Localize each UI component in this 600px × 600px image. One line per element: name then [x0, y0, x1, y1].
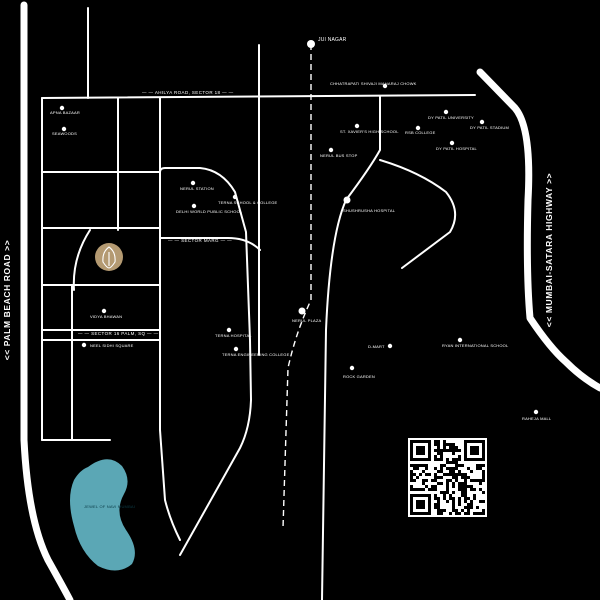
marker-vidya-bhawan	[101, 308, 107, 314]
project-logo-icon	[102, 246, 116, 269]
label-terna-eng: TERNA ENGINEERING COLLEGE	[222, 352, 290, 357]
label-seawoods: SEAWOODS	[52, 131, 77, 136]
label-dy-patil-univ: DY PATIL UNIVERSITY	[428, 115, 474, 120]
label-apna-bazar: APNA BAZAAR	[50, 110, 80, 115]
label-terna-hospital: TERNA HOSPITAL	[215, 333, 252, 338]
label-dy-patil-hospital: DY PATIL HOSPITAL	[436, 146, 478, 151]
railway-line	[282, 44, 312, 529]
lake	[70, 459, 135, 571]
label-jui-nagar: JUI NAGAR	[318, 37, 347, 43]
label-delhi-world: DELHI WORLD PUBLIC SCHOOL	[176, 209, 243, 214]
marker-jui-nagar	[307, 40, 315, 48]
marker-delhi-world	[191, 203, 197, 209]
label-st-xaviers: ST. XAVIER'S HIGH SCHOOL	[340, 129, 399, 134]
label-raheja: RAHEJA MALL	[522, 416, 552, 421]
road-label-top: — — AHILYA ROAD, SECTOR 18 — —	[142, 90, 234, 95]
label-nerul-bus: NERUL BUS STOP	[320, 153, 358, 158]
marker-terna-eng	[233, 346, 239, 352]
label-lake: JEWEL OF NAVI MUMBAI	[84, 504, 135, 509]
marker-nerul-station	[190, 180, 196, 186]
marker-st-xaviers	[354, 123, 360, 129]
marker-chhatrapati	[382, 83, 388, 89]
marker-shushrusha	[343, 196, 351, 204]
marker-nerul-bus	[328, 147, 334, 153]
marker-ryan-school	[457, 337, 463, 343]
marker-d-mart	[387, 343, 393, 349]
markers	[59, 40, 539, 415]
marker-terna-hospital	[226, 327, 232, 333]
landmark-labels: JUI NAGAR CHHATRAPATI SHIVAJI MAHARAJ CH…	[50, 37, 552, 509]
marker-apna-bazar	[59, 105, 65, 111]
marker-nerul-plaza	[298, 307, 306, 315]
mumbai-satara-highway-label: << MUMBAI-SATARA HIGHWAY >>	[544, 173, 554, 327]
road-label-lower: — — SECTOR 16 PALM, SQ — —	[78, 331, 159, 336]
road-label-mid: — — SECTOR MARG — —	[168, 238, 232, 243]
label-shushrusha: SHUSHRUSHA HOSPITAL	[343, 208, 396, 213]
label-terna-college: TERNA SCHOOL & COLLEGE	[218, 200, 278, 205]
palm-beach-road	[20, 1, 74, 600]
label-nerul-station: NERUL STATION	[180, 186, 214, 191]
mumbai-satara-highway	[476, 68, 600, 392]
label-dy-patil-stadium: DY PATIL STADIUM	[470, 125, 509, 130]
project-location	[95, 243, 123, 271]
marker-rsb-college	[415, 125, 421, 131]
label-rsb-college: RSB COLLEGE	[405, 130, 436, 135]
marker-neel-sidhi	[81, 342, 87, 348]
label-d-mart: D-MART	[368, 344, 385, 349]
marker-terna-college	[232, 194, 238, 200]
label-vidya-bhawan: VIDYA BHAWAN	[90, 314, 122, 319]
marker-seawoods	[61, 126, 67, 132]
label-rock-garden: ROCK GARDEN	[343, 374, 375, 379]
palm-beach-road-label: << PALM BEACH ROAD >>	[2, 240, 12, 361]
marker-dy-patil-stadium	[479, 119, 485, 125]
label-neel-sidhi: NEEL SIDHI SQUARE	[90, 343, 134, 348]
label-nerul-plaza: NERUL PLAZA	[292, 318, 322, 323]
grid-roads	[41, 7, 476, 600]
marker-dy-patil-univ	[443, 109, 449, 115]
qr-code-icon	[408, 438, 487, 517]
marker-dy-patil-hospital	[449, 140, 455, 146]
marker-raheja	[533, 409, 539, 415]
label-chhatrapati: CHHATRAPATI SHIVAJI MAHARAJ CHOWK	[330, 81, 417, 86]
label-ryan-school: RYAN INTERNATIONAL SCHOOL	[442, 343, 509, 348]
marker-rock-garden	[349, 365, 355, 371]
